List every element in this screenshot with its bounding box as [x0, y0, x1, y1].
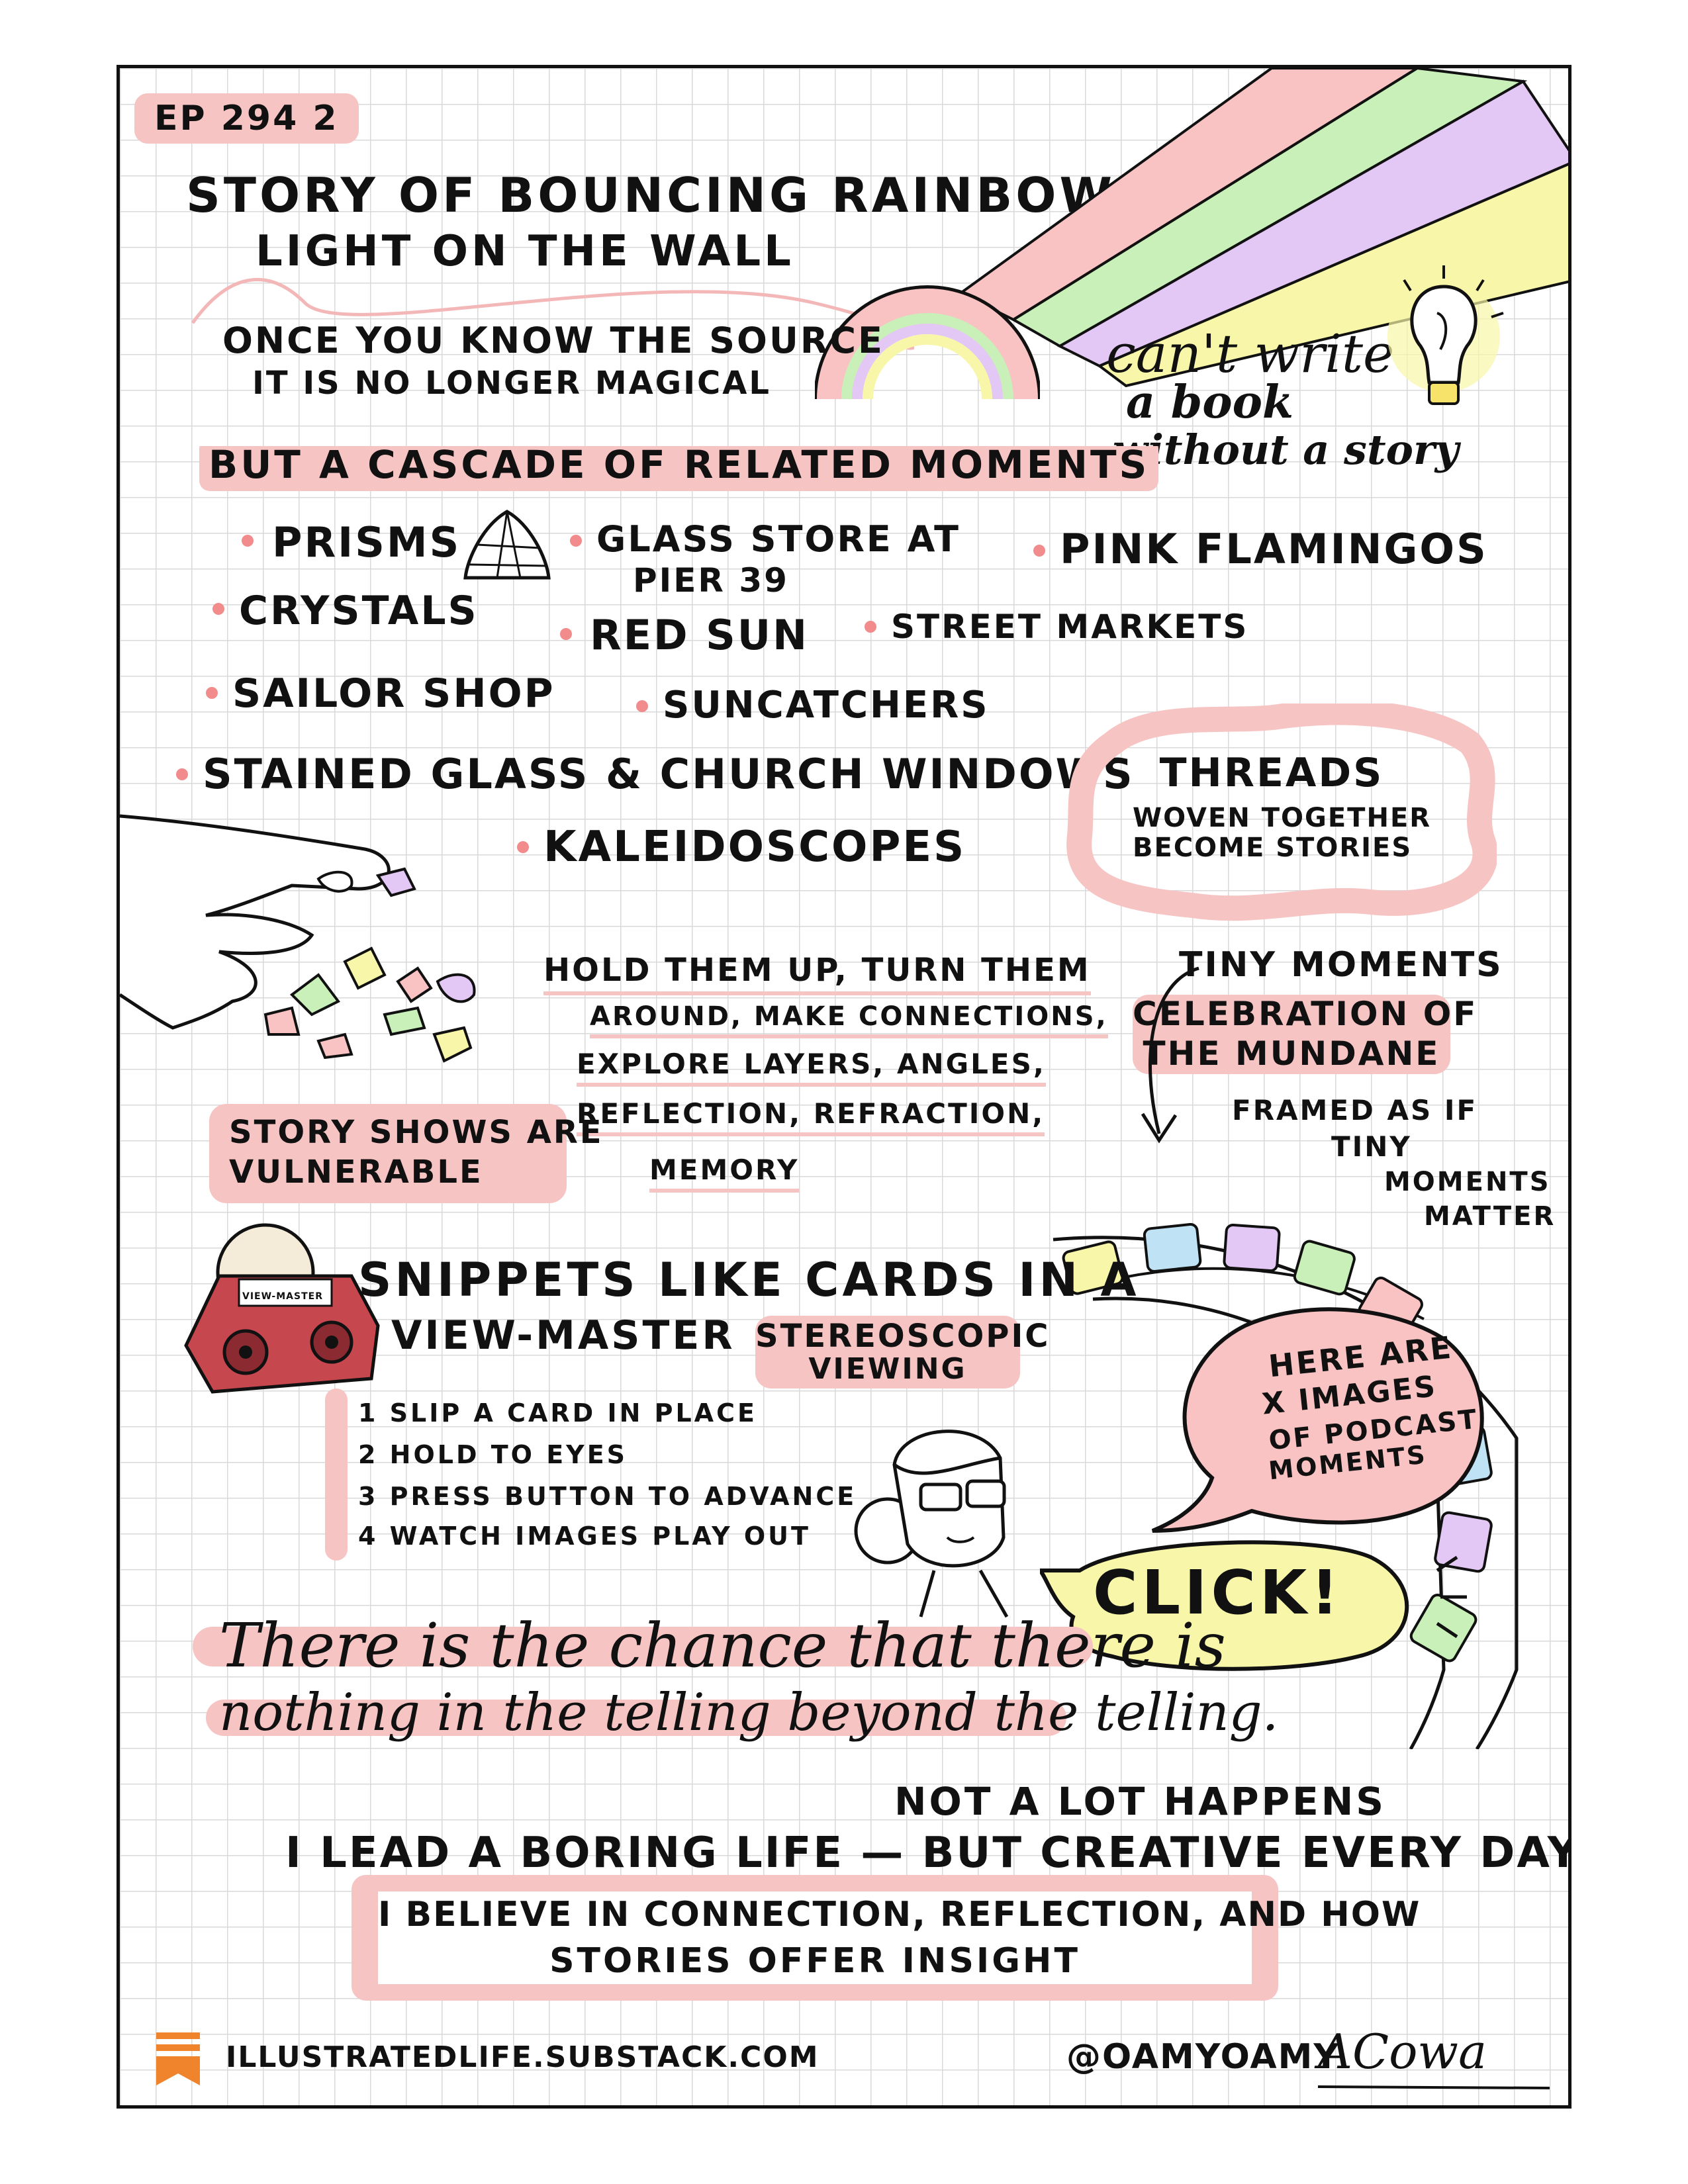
bullet-dot [1033, 545, 1045, 557]
lightbulb-icon [1387, 265, 1504, 405]
stereoscopic-highlight [755, 1316, 1020, 1388]
viewmaster-icon [184, 1223, 380, 1394]
rainbow-beams [958, 68, 1568, 388]
threads-cloud [1066, 704, 1497, 921]
title-line-2: LIGHT ON THE WALL [256, 227, 794, 276]
not-a-lot-happens: NOT A LOT HAPPENS [894, 1779, 1387, 1824]
step-4: 4 WATCH IMAGES PLAY OUT [358, 1522, 811, 1551]
celebration-highlight [1133, 995, 1450, 1074]
quote-highlight-1 [193, 1627, 1093, 1666]
framed-line-1: FRAMED AS IF [1232, 1094, 1478, 1126]
speech-bubble [1151, 1307, 1484, 1533]
hold-line-5: MEMORY [649, 1154, 800, 1193]
vulnerable-box [209, 1104, 567, 1203]
click-text: CLICK! [1093, 1557, 1343, 1628]
bullet-dot [517, 841, 529, 853]
step-2: 2 HOLD TO EYES [358, 1440, 628, 1469]
bullet-glass-store: GLASS STORE AT [596, 518, 961, 560]
threads-line-2: BECOME STORIES [1133, 833, 1413, 863]
footer-site: ILLUSTRATEDLIFE.SUBSTACK.COM [226, 2040, 820, 2074]
footer-handle: @OAMYOAMY [1066, 2037, 1340, 2077]
bullet-dot [176, 768, 188, 780]
bullet-pier-39: PIER 39 [633, 561, 789, 600]
step-3: 3 PRESS BUTTON TO ADVANCE [358, 1482, 857, 1511]
believe-line-2: STORIES OFFER INSIGHT [549, 1941, 1080, 1981]
person-avatar [854, 1430, 1009, 1618]
bullet-crystals: CRYSTALS [239, 588, 479, 634]
bullet-dot [636, 700, 648, 712]
believe-box-inner [378, 1891, 1252, 1984]
boring-life: I LEAD A BORING LIFE — BUT CREATIVE EVER… [285, 1829, 1571, 1878]
bullet-dot [206, 687, 218, 699]
quote-line-2: nothing in the telling beyond the tellin… [219, 1683, 1279, 1743]
bullet-stained-glass: STAINED GLASS & CHURCH WINDOWS [203, 750, 1135, 798]
snippets-line-1: SNIPPETS LIKE CARDS IN A [358, 1253, 1140, 1307]
title-swoosh [191, 278, 914, 350]
framed-line-3: MOMENTS [1384, 1167, 1551, 1197]
bullet-suncatchers: SUNCATCHERS [663, 684, 990, 727]
click-bubble [1040, 1540, 1467, 1671]
bullet-dot [242, 535, 254, 547]
hold-line-1: HOLD THEM UP, TURN THEM [543, 952, 1091, 995]
bullet-sailor-shop: SAILOR SHOP [232, 670, 555, 717]
bullet-dot [212, 603, 224, 615]
bullet-dot [570, 535, 582, 547]
hand-with-gems-illustration [120, 814, 476, 1063]
snippets-line-2: VIEW-MASTER [391, 1312, 735, 1359]
signature-underline [1318, 2085, 1550, 2089]
bullet-pink-flamingos: PINK FLAMINGOS [1060, 525, 1488, 573]
celebration-line-2: THE MUNDANE [1143, 1034, 1440, 1073]
side-note-line-3: without a story [1113, 426, 1459, 474]
bullet-dot [865, 621, 876, 633]
framed-line-2: TINY [1331, 1130, 1412, 1163]
celebration-line-1: CELEBRATION OF [1133, 995, 1478, 1033]
viewmaster-label: VIEW-MASTER [242, 1291, 323, 1302]
bullet-prisms: PRISMS [272, 518, 461, 567]
tiny-moments-title: TINY MOMENTS [1179, 945, 1503, 985]
bullet-red-sun: RED SUN [590, 611, 810, 659]
vulnerable-line-1: STORY SHOWS ARE [229, 1114, 604, 1151]
stereoscopic-line-2: VIEWING [808, 1352, 967, 1386]
intro-line-1: ONCE YOU KNOW THE SOURCE [222, 320, 884, 361]
cascade-text: BUT A CASCADE OF RELATED MOMENTS [199, 438, 1159, 491]
arrow-icon [1141, 966, 1199, 1144]
footer-signature: ACowa [1318, 2024, 1487, 2079]
hold-line-2: AROUND, MAKE CONNECTIONS, [590, 1001, 1108, 1038]
title-line-1: STORY OF BOUNCING RAINBOW [186, 167, 1115, 223]
stereoscopic-line-1: STEREOSCOPIC [755, 1318, 1051, 1355]
framed-line-4: MATTER [1424, 1201, 1556, 1232]
believe-line-1: I BELIEVE IN CONNECTION, REFLECTION, AND… [378, 1895, 1421, 1934]
substack-icon [156, 2032, 200, 2085]
vulnerable-line-2: VULNERABLE [229, 1154, 483, 1191]
cascade-heading: BUT A CASCADE OF RELATED MOMENTS [199, 438, 1159, 491]
steps-bar [325, 1388, 348, 1561]
hold-line-3: EXPLORE LAYERS, ANGLES, [577, 1048, 1046, 1087]
prism-icon [463, 510, 551, 580]
threads-line-1: WOVEN TOGETHER [1133, 803, 1432, 833]
step-1: 1 SLIP A CARD IN PLACE [358, 1398, 757, 1428]
bullet-kaleidoscopes: KALEIDOSCOPES [543, 823, 966, 872]
intro-line-2: IT IS NO LONGER MAGICAL [252, 365, 771, 402]
bullet-street-markets: STREET MARKETS [891, 608, 1249, 646]
bullet-dot [560, 628, 572, 640]
quote-line-1: There is the chance that there is [219, 1610, 1226, 1681]
episode-tag: EP 294 2 [134, 93, 359, 144]
rainbow-arc [815, 285, 1040, 400]
threads-title: THREADS [1159, 750, 1384, 796]
hold-line-4: REFLECTION, REFRACTION, [577, 1097, 1045, 1136]
side-note-line-1: can't write [1106, 323, 1395, 385]
quote-highlight-2 [206, 1700, 1066, 1736]
side-note-line-2: a book [1126, 376, 1294, 429]
sketchnote-page: EP 294 2 STORY OF BOUNCING RAINBOW LIGHT… [117, 65, 1571, 2109]
